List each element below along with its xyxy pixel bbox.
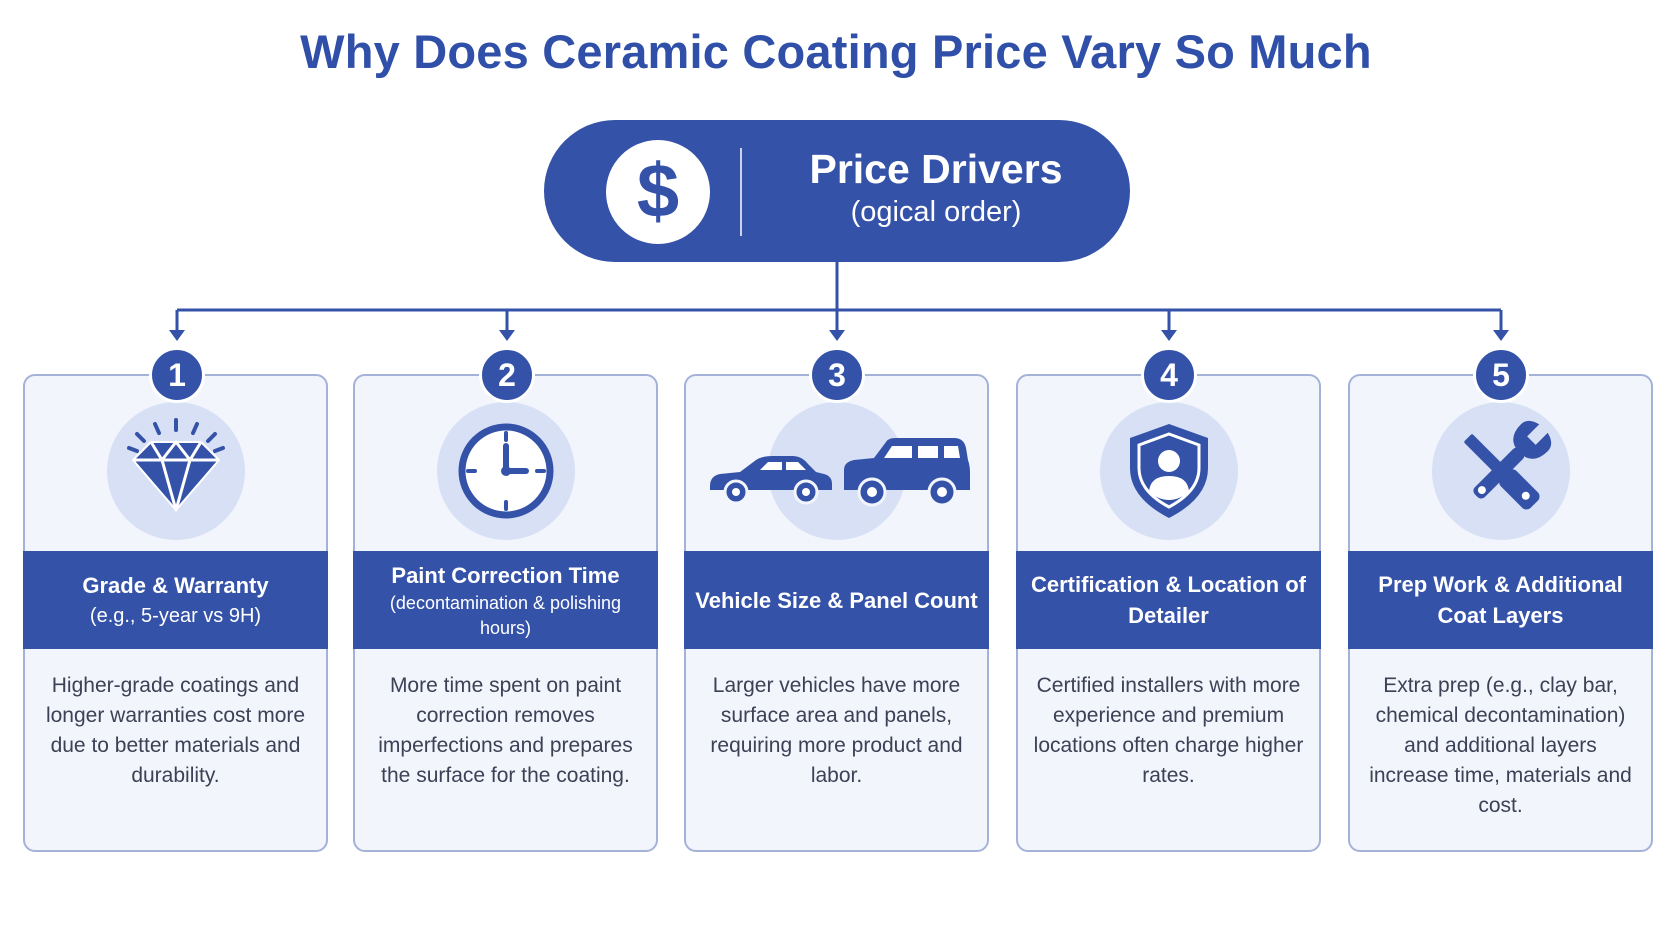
driver-card-certification: Certification & Location of Detailer Cer… — [1016, 374, 1321, 852]
card-header: Certification & Location of Detailer — [1016, 551, 1321, 649]
card-subtitle: (decontamination & polishing hours) — [389, 592, 622, 638]
card-header: Prep Work & Additional Coat Layers — [1348, 551, 1653, 649]
diamond-icon — [106, 402, 245, 540]
card-title: Certification & Location of Detailer — [1031, 572, 1306, 628]
step-number-badge: 1 — [149, 347, 205, 403]
card-header: Paint Correction Time (decontamination &… — [353, 551, 658, 649]
hub-title: Price Drivers — [809, 146, 1063, 192]
page-title: Why Does Ceramic Coating Price Vary So M… — [300, 25, 1372, 78]
step-number-badge: 2 — [479, 347, 535, 403]
card-description: Extra prep (e.g., clay bar, chemical dec… — [1369, 674, 1632, 817]
card-header: Grade & Warranty (e.g., 5-year vs 9H) — [23, 551, 328, 649]
card-header: Vehicle Size & Panel Count — [684, 551, 989, 649]
step-number-badge: 4 — [1141, 347, 1197, 403]
driver-card-vehicle-size: Vehicle Size & Panel Count Larger vehicl… — [684, 374, 989, 852]
step-number-badge: 5 — [1473, 347, 1529, 403]
card-title: Vehicle Size & Panel Count — [695, 587, 978, 613]
shield-user-icon — [1099, 402, 1238, 540]
driver-card-grade-warranty: Grade & Warranty (e.g., 5-year vs 9H) Hi… — [23, 374, 328, 852]
tools-icon — [1431, 402, 1570, 540]
clock-icon — [436, 402, 575, 540]
card-description: Certified installers with more experienc… — [1033, 674, 1304, 787]
price-drivers-hub: $ Price Drivers (ogical order) — [544, 120, 1130, 262]
card-subtitle: (e.g., 5-year vs 9H) — [89, 604, 262, 627]
card-title: Prep Work & Additional Coat Layers — [1378, 572, 1623, 628]
card-description: More time spent on paint correction remo… — [378, 674, 633, 787]
driver-card-prep-work: Prep Work & Additional Coat Layers Extra… — [1348, 374, 1653, 852]
dollar-sign-icon: $ — [606, 140, 710, 244]
hub-divider — [740, 148, 742, 236]
card-title: Grade & Warranty — [82, 572, 269, 598]
step-number-badge: 3 — [809, 347, 865, 403]
vehicles-icon — [710, 438, 970, 507]
card-description: Larger vehicles have more surface area a… — [710, 674, 963, 787]
card-title: Paint Correction Time — [391, 562, 620, 588]
card-description: Higher-grade coatings and longer warrant… — [45, 674, 306, 787]
svg-text:$: $ — [637, 149, 679, 234]
hub-subtitle: (ogical order) — [850, 196, 1022, 228]
driver-card-paint-correction: Paint Correction Time (decontamination &… — [353, 374, 658, 852]
